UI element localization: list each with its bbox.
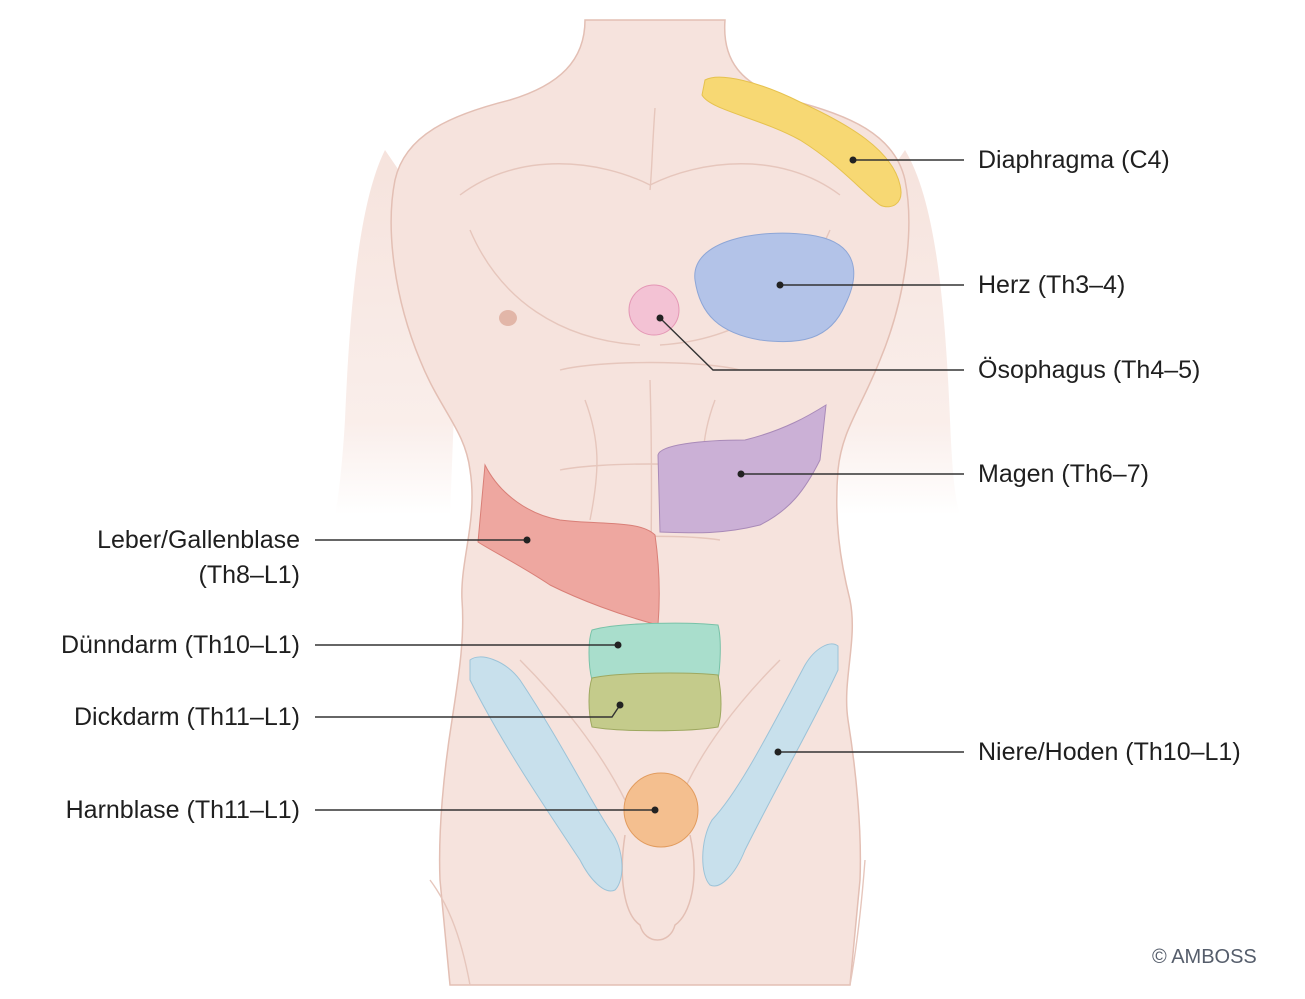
dot-harnblase (651, 806, 659, 814)
label-leber-line1: Leber/Gallenblase (97, 526, 300, 554)
label-harnblase: Harnblase (Th11–L1) (65, 796, 300, 824)
dot-dickdarm (616, 701, 624, 709)
leader-oesophagus (659, 317, 964, 371)
dickdarm-zone (588, 672, 722, 732)
copyright-notice: © AMBOSS (1152, 946, 1257, 968)
dot-herz (776, 281, 784, 289)
niere-zone-right (702, 643, 839, 887)
dot-magen (737, 470, 745, 478)
dot-duenndarm (614, 641, 622, 649)
leader-lines (315, 159, 964, 811)
dot-niere (774, 748, 782, 756)
niere-zone-left (469, 656, 623, 892)
genitals (621, 834, 695, 941)
label-leber-line2: (Th8–L1) (198, 561, 300, 589)
left-nipple (499, 310, 517, 326)
label-magen: Magen (Th6–7) (978, 460, 1149, 488)
diaphragma-zone (701, 76, 902, 208)
label-duenndarm: Dünndarm (Th10–L1) (60, 631, 300, 659)
herz-zone (694, 232, 855, 343)
dot-oesophagus (656, 314, 664, 322)
label-herz: Herz (Th3–4) (978, 271, 1126, 299)
label-diaphragma: Diaphragma (C4) (978, 146, 1170, 174)
dot-leber (523, 536, 531, 544)
label-oesophagus: Ösophagus (Th4–5) (978, 356, 1201, 384)
leader-dots (523, 156, 857, 814)
label-dickdarm: Dickdarm (Th11–L1) (73, 703, 300, 731)
magen-zone (657, 404, 827, 534)
dot-diaphragma (849, 156, 857, 164)
label-niere: Niere/Hoden (Th10–L1) (978, 738, 1241, 766)
leader-dickdarm (315, 704, 621, 718)
leber-zone (477, 463, 660, 626)
oesophagus-zone (628, 284, 680, 336)
